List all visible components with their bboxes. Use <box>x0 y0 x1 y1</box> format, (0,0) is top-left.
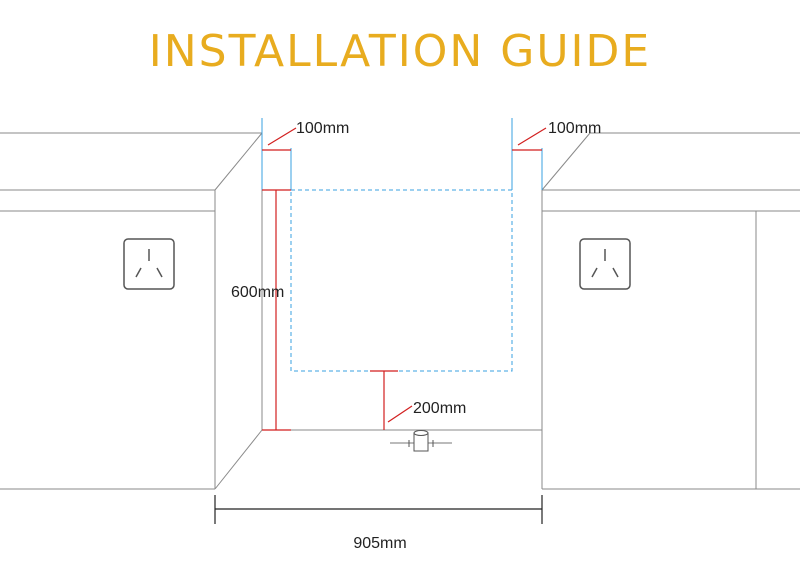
water-valve-icon <box>390 430 452 452</box>
left-cabinet <box>0 132 263 490</box>
power-socket-icon <box>123 238 175 290</box>
power-socket-icon <box>579 238 631 290</box>
right-cabinet <box>541 132 800 490</box>
label-height: 600mm <box>231 284 284 301</box>
label-width: 905mm <box>353 535 406 552</box>
dim-gap-left <box>262 127 297 151</box>
dim-offset <box>370 370 413 430</box>
label-offset: 200mm <box>413 400 466 417</box>
label-gap-left: 100mm <box>296 120 349 137</box>
dim-gap-right <box>512 127 547 151</box>
label-gap-right: 100mm <box>548 120 601 137</box>
dim-height <box>262 189 291 431</box>
page-title: INSTALLATION GUIDE <box>148 26 652 77</box>
edge-guides <box>261 118 543 190</box>
dim-width <box>214 495 543 524</box>
installation-zone <box>290 189 513 372</box>
